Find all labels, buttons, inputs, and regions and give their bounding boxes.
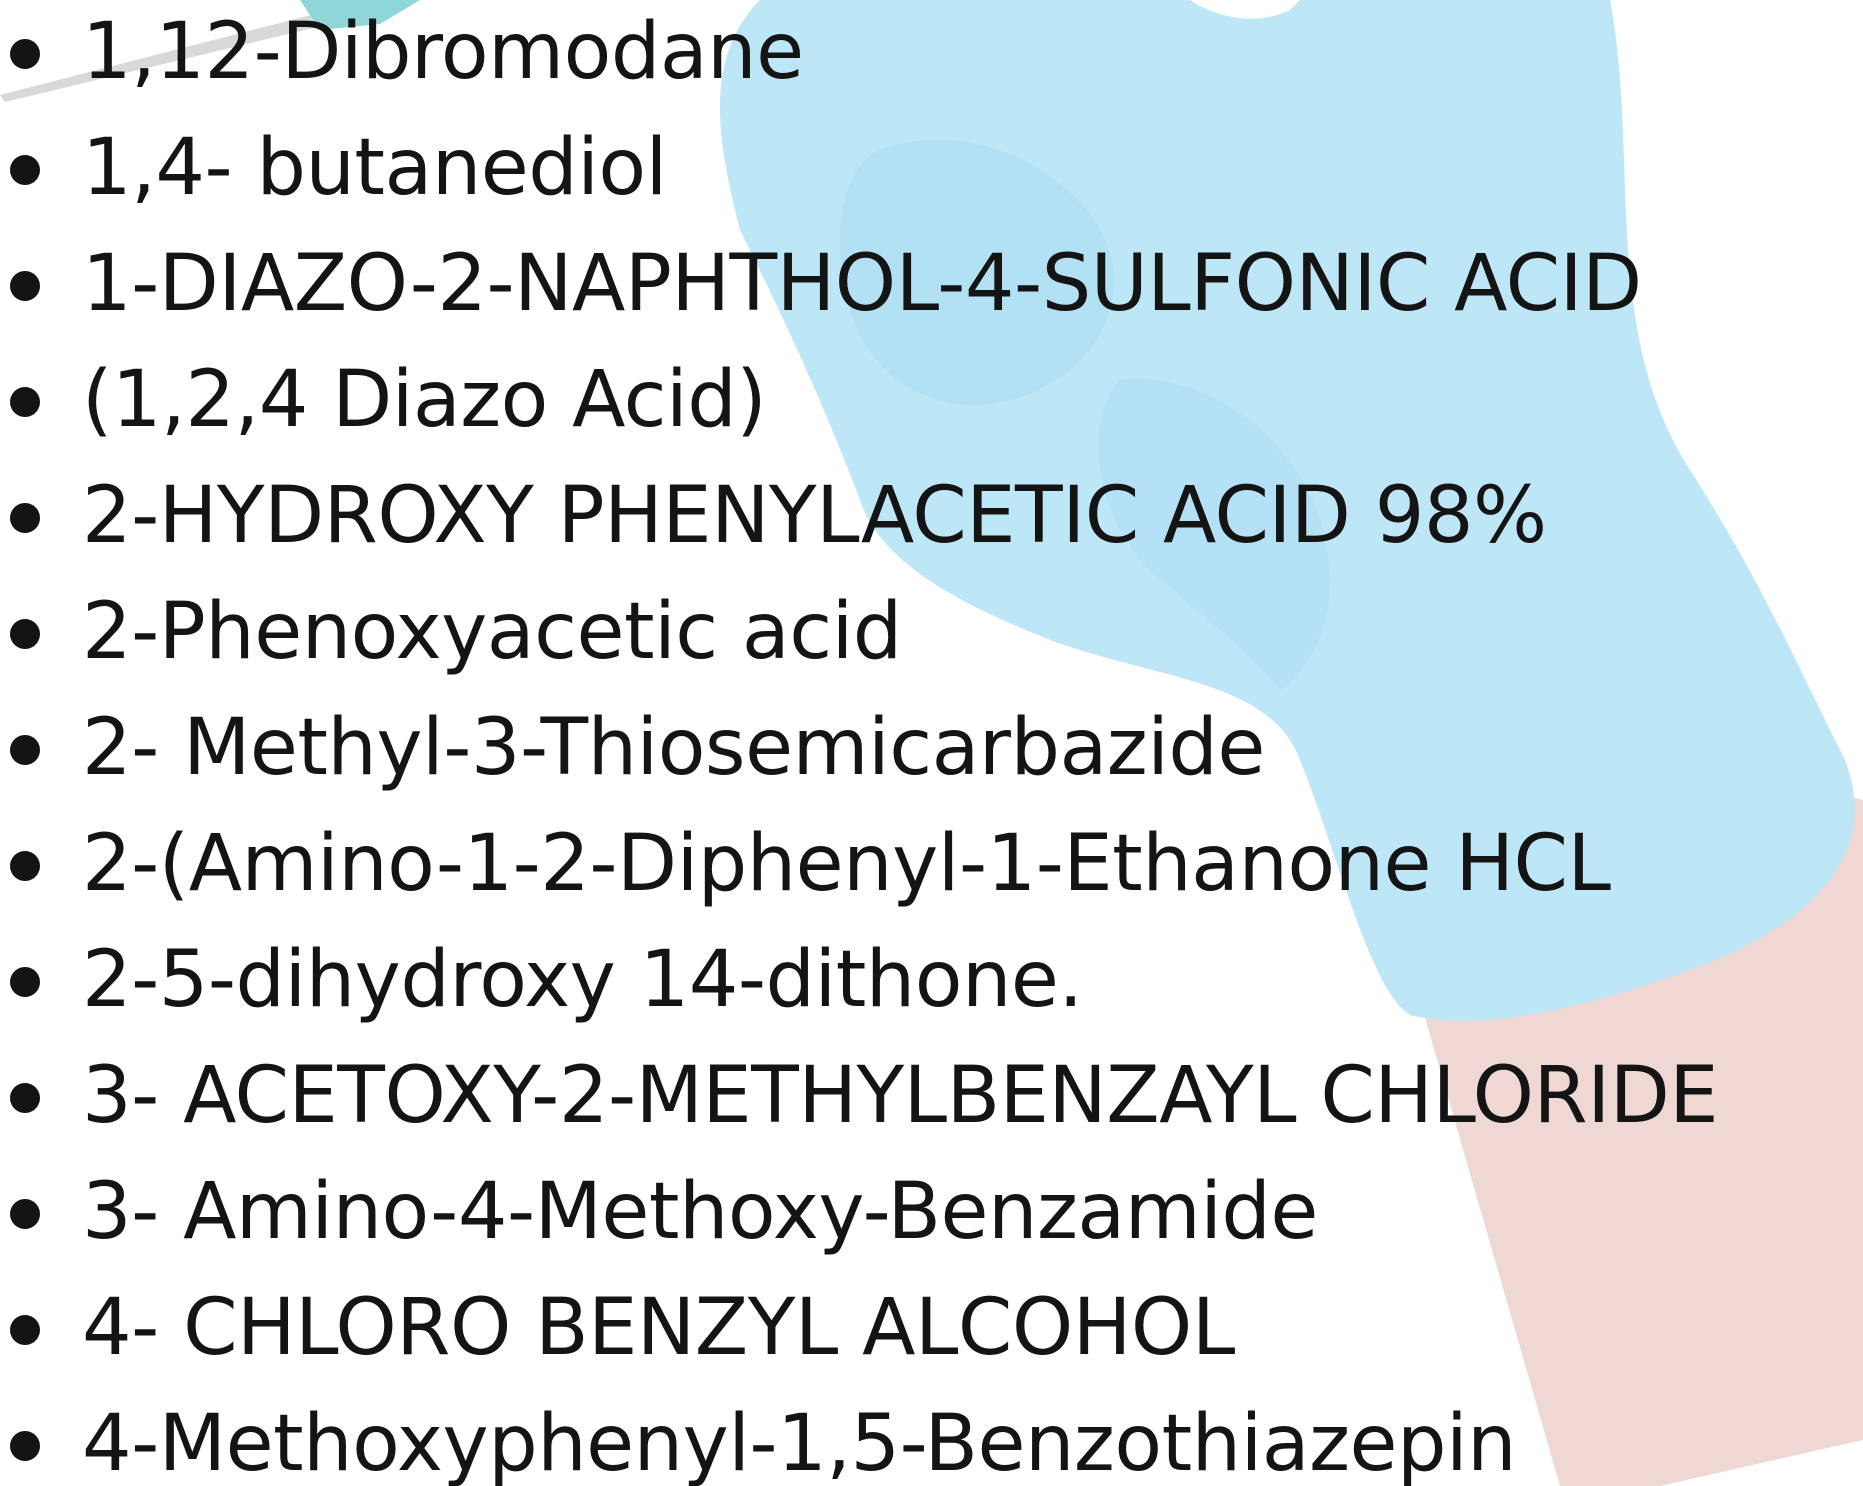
list-item-label: 3- ACETOXY-2-METHYLBENZAYL CHLORIDE: [82, 1051, 1719, 1141]
bullet-icon: [10, 851, 40, 881]
bullet-icon: [10, 1315, 40, 1345]
list-item: 2-5-dihydroxy 14-dithone.: [0, 922, 1718, 1038]
bullet-icon: [10, 1431, 40, 1461]
list-item: 2- Methyl-3-Thiosemicarbazide: [0, 690, 1718, 806]
bullet-icon: [10, 967, 40, 997]
list-item-label: 2-(Amino-1-2-Diphenyl-1-Ethanone HCL: [82, 819, 1611, 909]
syringe-needle-shape: [0, 10, 338, 102]
glove-notch-shape: [1190, 0, 1300, 19]
list-item: 4-Methoxyphenyl-1,5-Benzothiazepin: [0, 1386, 1718, 1486]
bullet-icon: [10, 39, 40, 69]
list-item-label: 1-DIAZO-2-NAPHTHOL-4-SULFONIC ACID: [82, 239, 1642, 329]
chemical-list: 1,12-Dibromodane 1,4- butanediol 1-DIAZO…: [0, 0, 1719, 1486]
list-item-label: 1,4- butanediol: [82, 123, 667, 213]
list-item: 1,12-Dibromodane: [0, 0, 1718, 110]
list-item: 2-Phenoxyacetic acid: [0, 574, 1718, 690]
bullet-icon: [10, 503, 40, 533]
list-item: 4- CHLORO BENZYL ALCOHOL: [0, 1270, 1718, 1386]
bullet-icon: [10, 619, 40, 649]
list-item-label: 3- Amino-4-Methoxy-Benzamide: [82, 1167, 1318, 1257]
list-item-label: 1,12-Dibromodane: [82, 7, 804, 97]
glove-shadow-shape: [1098, 378, 1331, 690]
bullet-icon: [10, 735, 40, 765]
list-item-label: 2-Phenoxyacetic acid: [82, 587, 902, 677]
list-item: 2-(Amino-1-2-Diphenyl-1-Ethanone HCL: [0, 806, 1718, 922]
list-item-label: 2-HYDROXY PHENYLACETIC ACID 98%: [82, 471, 1547, 561]
list-item: 3- ACETOXY-2-METHYLBENZAYL CHLORIDE: [0, 1038, 1719, 1154]
list-item-label: 4-Methoxyphenyl-1,5-Benzothiazepin: [82, 1399, 1517, 1486]
list-item: (1,2,4 Diazo Acid): [0, 342, 1718, 458]
list-item: 3- Amino-4-Methoxy-Benzamide: [0, 1154, 1718, 1270]
glove-shadow-shape: [840, 139, 1115, 406]
bullet-icon: [10, 155, 40, 185]
list-item-label: (1,2,4 Diazo Acid): [82, 355, 767, 445]
bullet-icon: [10, 387, 40, 417]
list-item-label: 2- Methyl-3-Thiosemicarbazide: [82, 703, 1265, 793]
bullet-icon: [10, 271, 40, 301]
list-item: 2-HYDROXY PHENYLACETIC ACID 98%: [0, 458, 1718, 574]
list-item-label: 4- CHLORO BENZYL ALCOHOL: [82, 1283, 1235, 1373]
list-item-label: 2-5-dihydroxy 14-dithone.: [82, 935, 1083, 1025]
bullet-icon: [10, 1199, 40, 1229]
syringe-tip-shape: [300, 0, 420, 30]
bullet-icon: [10, 1083, 40, 1113]
list-item: 1-DIAZO-2-NAPHTHOL-4-SULFONIC ACID: [0, 226, 1718, 342]
list-item: 1,4- butanediol: [0, 110, 1718, 226]
